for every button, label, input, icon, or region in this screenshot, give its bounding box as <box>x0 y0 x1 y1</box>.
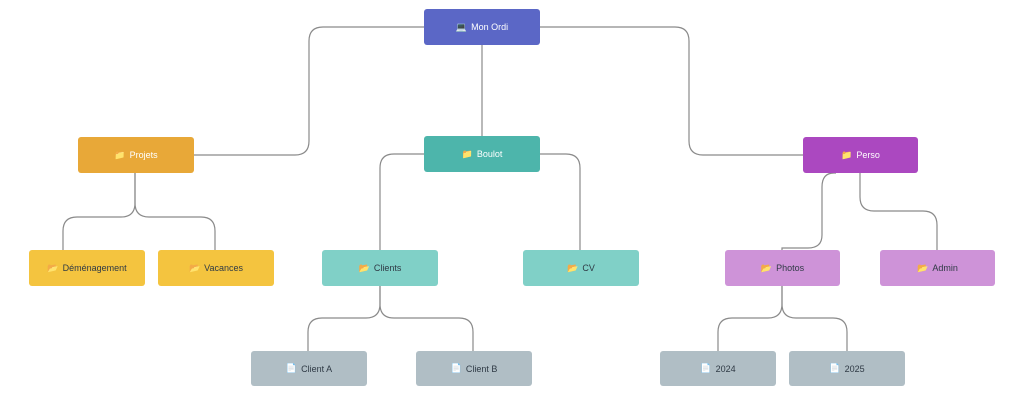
open-folder-icon: 📂 <box>358 262 370 273</box>
node-label: Client A <box>301 363 333 374</box>
edge-clients-client-a <box>307 286 381 351</box>
folder-icon: 📁 <box>841 149 853 160</box>
open-folder-icon: 📂 <box>188 262 201 273</box>
node-client-a[interactable]: 📄 Client A <box>251 351 367 386</box>
node-label: Photos <box>776 263 805 273</box>
node-label: Vacances <box>204 263 244 273</box>
node-2024[interactable]: 📄 2024 <box>660 351 776 386</box>
open-folder-icon: 📂 <box>47 262 59 273</box>
node-boulot[interactable]: 📁 Boulot <box>424 136 540 172</box>
edge-boulot-cv <box>540 153 581 250</box>
node-label: Boulot <box>476 149 503 159</box>
node-label: 2024 <box>715 363 736 374</box>
edge-clients-client-b <box>379 286 474 351</box>
edge-projets-vacances <box>134 173 216 250</box>
node-label: Perso <box>856 150 880 160</box>
node-cv[interactable]: 📂 CV <box>523 250 639 286</box>
open-folder-icon: 📂 <box>760 262 773 273</box>
node-label: Client B <box>465 363 498 374</box>
folder-icon: 📁 <box>114 149 126 160</box>
node-admin[interactable]: 📂 Admin <box>880 250 995 286</box>
open-folder-icon: 📂 <box>917 262 929 273</box>
node-label: Mon Ordi <box>471 22 509 32</box>
edge-perso-admin <box>859 173 938 250</box>
edge-projets-demenagement <box>62 173 136 250</box>
file-icon: 📄 <box>700 363 712 373</box>
node-perso[interactable]: 📁 Perso <box>803 137 918 173</box>
file-icon: 📄 <box>829 363 841 373</box>
node-2025[interactable]: 📄 2025 <box>789 351 905 386</box>
node-clients[interactable]: 📂 Clients <box>322 250 438 286</box>
edge-photos-2025 <box>781 286 848 351</box>
edge-perso-photos <box>781 172 836 250</box>
folder-icon: 📁 <box>461 148 473 159</box>
node-vacances[interactable]: 📂 Vacances <box>158 250 274 286</box>
edge-mon-ordi-projets <box>194 26 424 156</box>
node-mon-ordi[interactable]: 💻 Mon Ordi <box>424 9 540 45</box>
node-label: 2025 <box>844 363 865 374</box>
node-label: Clients <box>373 263 402 273</box>
edge-photos-2024 <box>717 286 783 351</box>
node-label: Déménagement <box>62 263 127 273</box>
node-label: Admin <box>932 263 958 273</box>
node-projets[interactable]: 📁 Projets <box>78 137 194 173</box>
file-icon: 📄 <box>285 363 298 373</box>
node-label: Projets <box>129 150 158 160</box>
node-demenagement[interactable]: 📂 Déménagement <box>29 250 145 286</box>
node-client-b[interactable]: 📄 Client B <box>416 351 532 386</box>
edge-boulot-clients <box>379 153 424 250</box>
edge-mon-ordi-perso <box>540 26 803 156</box>
node-label: CV <box>582 263 595 273</box>
file-icon: 📄 <box>450 363 462 373</box>
open-folder-icon: 📂 <box>567 262 579 273</box>
laptop-icon: 💻 <box>455 21 468 32</box>
node-photos[interactable]: 📂 Photos <box>725 250 840 286</box>
